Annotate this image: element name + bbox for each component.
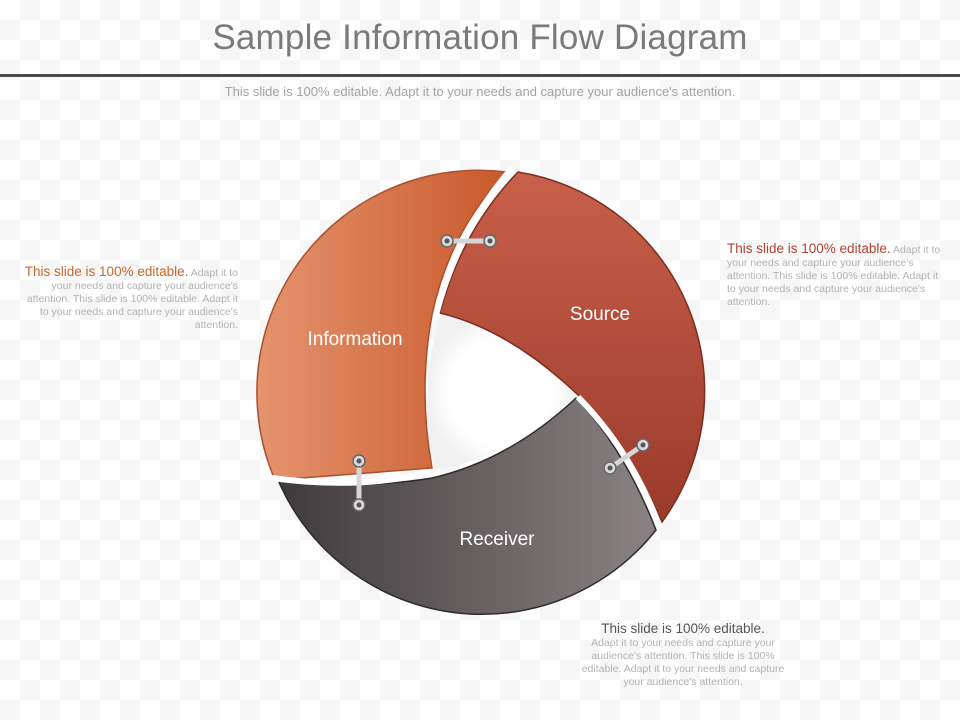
callout-heading: This slide is 100% editable.	[601, 621, 765, 636]
callout-body: Adapt it to your needs and capture your …	[727, 244, 941, 308]
callout-right: This slide is 100% editable. Adapt it to…	[727, 242, 943, 309]
connector-right	[603, 438, 650, 475]
callout-heading: This slide is 100% editable.	[727, 241, 891, 256]
segment-information	[256, 169, 509, 481]
callout-left: This slide is 100% editable. Adapt it to…	[20, 265, 238, 332]
callout-heading: This slide is 100% editable.	[24, 264, 189, 279]
segment-label-receiver: Receiver	[460, 529, 536, 550]
connector-top	[440, 234, 497, 248]
page-title: Sample Information Flow Diagram	[212, 18, 748, 57]
page-subtitle: This slide is 100% editable. Adapt it to…	[224, 84, 736, 99]
callout-bottom: This slide is 100% editable. Adapt it to…	[578, 622, 788, 689]
title-divider	[0, 74, 960, 77]
connector-left	[352, 454, 366, 512]
segment-label-information: Information	[307, 329, 402, 350]
segment-receiver	[276, 396, 657, 615]
callout-body: Adapt it to your needs and capture your …	[26, 267, 238, 331]
segment-label-source: Source	[570, 304, 630, 325]
segment-gap	[271, 469, 435, 486]
segment-gap	[433, 166, 515, 316]
callout-body: Adapt it to your needs and capture your …	[581, 637, 785, 688]
center-hole	[427, 315, 574, 470]
